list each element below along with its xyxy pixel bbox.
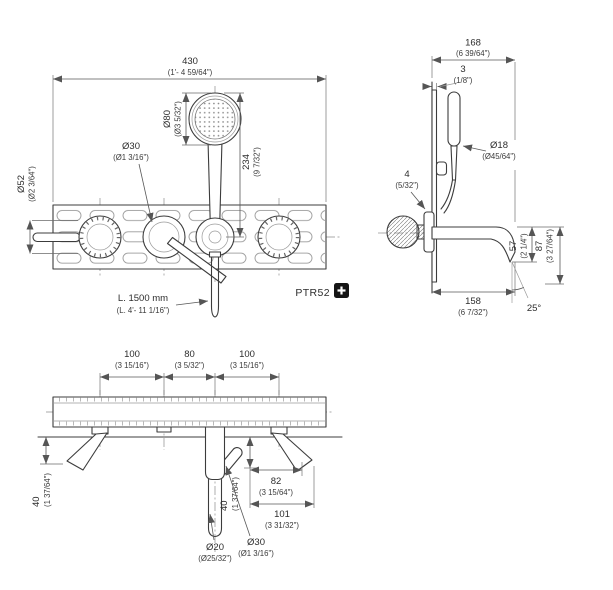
handle-2-knurl bbox=[258, 216, 300, 258]
dim-hose-mm: L. 1500 mm bbox=[118, 293, 168, 304]
dim-span1-in: (3 15/16") bbox=[115, 361, 149, 370]
dim-drop1-in: (2 1/4") bbox=[520, 233, 529, 259]
dim-dia-in: (Ø45/64") bbox=[482, 152, 516, 161]
dim-proj1-in: (1 37/64") bbox=[43, 473, 52, 507]
dim-span3-mm: 100 bbox=[239, 349, 255, 360]
dim-gap-in: (5/32") bbox=[395, 181, 419, 190]
dim-off1-mm: 82 bbox=[271, 476, 282, 487]
handshower-grip-side bbox=[450, 145, 458, 181]
dim-drop2-in: (3 27/64") bbox=[546, 229, 555, 263]
dim-head-mm: Ø80 bbox=[162, 110, 173, 128]
wall-plate-side bbox=[431, 89, 438, 283]
dim-proj2-mm: 40 bbox=[219, 500, 230, 511]
dim-lever-mm: Ø30 bbox=[122, 141, 140, 152]
handshower-head-side bbox=[447, 91, 461, 147]
handshower-grip-plan bbox=[204, 426, 226, 481]
dim-depth-in: (6 39/64") bbox=[456, 49, 490, 58]
handshower-spray-face bbox=[194, 98, 236, 140]
dim-span2-mm: 80 bbox=[184, 349, 195, 360]
dim-front-width-in: (1'- 4 59/64") bbox=[168, 68, 213, 77]
leader-dia bbox=[462, 144, 487, 152]
dim-height-in: (9 7/32") bbox=[253, 147, 262, 177]
handle-1-knurl bbox=[79, 216, 121, 258]
valve-trim-plan bbox=[156, 426, 172, 433]
dim-height-mm: 234 bbox=[241, 154, 252, 170]
plate-ticks-top bbox=[54, 397, 325, 403]
dim-reach-in: (6 7/32") bbox=[458, 308, 488, 317]
dim-gripdia-in: (Ø1 3/16") bbox=[238, 549, 274, 558]
dim-span3-in: (3 15/16") bbox=[230, 361, 264, 370]
dim-hosedia-mm: Ø20 bbox=[206, 542, 224, 553]
angle-arc bbox=[511, 287, 524, 291]
dim-hose-in: (L. 4'- 11 1/16") bbox=[117, 306, 170, 315]
dim-span2-in: (3 5/32") bbox=[175, 361, 205, 370]
leader-hosedia bbox=[207, 513, 215, 541]
dim-off2-mm: 101 bbox=[274, 509, 290, 520]
dim-proj1-mm: 40 bbox=[31, 496, 42, 507]
handle-1-lever-plan bbox=[66, 432, 108, 471]
product-code: PTR52 bbox=[295, 287, 330, 299]
hose-side-b bbox=[443, 179, 457, 214]
leader-gap bbox=[410, 191, 426, 210]
handshower-holder-side bbox=[435, 161, 448, 176]
handle-1 bbox=[78, 215, 122, 259]
dim-drop1-mm: 57 bbox=[508, 241, 519, 252]
dim-hosedia-in: (Ø25/32") bbox=[198, 554, 232, 563]
handle-2-lever-plan bbox=[271, 432, 313, 472]
dim-thick-in: (1/8") bbox=[454, 76, 473, 85]
plus-icon bbox=[334, 283, 349, 298]
leader-hose bbox=[175, 298, 209, 306]
dim-lever-in: (Ø1 3/16") bbox=[113, 153, 149, 162]
dim-depth-mm: 168 bbox=[465, 38, 481, 49]
dim-handle-mm: Ø52 bbox=[16, 175, 27, 193]
dim-span1-mm: 100 bbox=[124, 349, 140, 360]
side-view: 168 (6 39/64") 3 (1/8") Ø18 (Ø45/64") 4 … bbox=[378, 38, 564, 317]
dim-off1-in: (3 15/64") bbox=[259, 488, 293, 497]
hose bbox=[208, 251, 222, 318]
dim-angle: 25° bbox=[527, 303, 542, 314]
dim-dia-mm: Ø18 bbox=[490, 140, 508, 151]
dim-front-width-mm: 430 bbox=[182, 56, 198, 67]
dim-gap-mm: 4 bbox=[404, 169, 409, 180]
hose-side-a bbox=[440, 179, 454, 210]
leader-lever bbox=[138, 163, 154, 223]
dim-gripdia-mm: Ø30 bbox=[247, 537, 265, 548]
left-lever-handle bbox=[32, 232, 81, 243]
plan-view: 100 (3 15/16") 80 (3 5/32") 100 (3 15/16… bbox=[31, 349, 343, 563]
leader-gripdia bbox=[225, 465, 251, 537]
dim-off2-in: (3 31/32") bbox=[265, 521, 299, 530]
spout-side bbox=[431, 226, 516, 263]
dim-handle-in: (Ø2 3/64") bbox=[28, 166, 37, 202]
dim-head-in: (Ø3 5/32") bbox=[174, 101, 183, 137]
handle-2 bbox=[257, 215, 301, 259]
dim-reach-mm: 158 bbox=[465, 296, 481, 307]
dim-thick-mm: 3 bbox=[460, 64, 465, 75]
dim-drop2-mm: 87 bbox=[534, 241, 545, 252]
inwall-body bbox=[386, 215, 420, 249]
plate-ticks-bottom bbox=[54, 421, 325, 427]
front-view: 430 (1'- 4 59/64") Ø80 (Ø3 5/32") 234 (9… bbox=[16, 56, 349, 318]
